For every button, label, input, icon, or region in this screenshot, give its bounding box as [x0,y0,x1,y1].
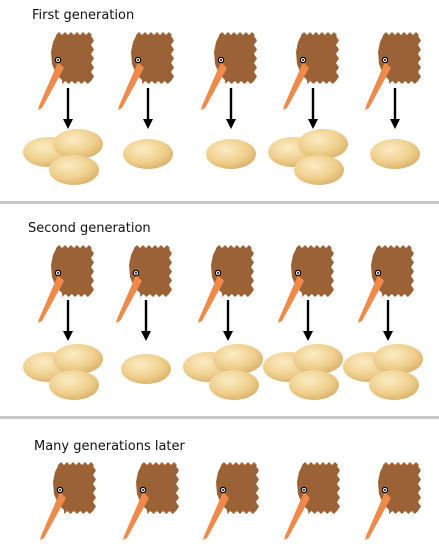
kiwi-beak [283,62,309,110]
egg-clutch [23,129,103,185]
egg [370,139,420,169]
egg [121,354,171,384]
egg-clutch [23,344,103,400]
kiwi-beak [203,492,229,540]
generation-2-title: Second generation [28,221,151,236]
egg [53,129,103,159]
egg [49,155,99,185]
egg [293,344,343,374]
egg [213,344,263,374]
egg [294,155,344,185]
kiwi-beak [116,275,142,323]
generation-1-title: First generation [32,8,135,23]
egg [369,370,419,400]
kiwi-pupil [59,489,61,491]
kiwi-beak [365,492,391,540]
kiwi-bird [358,245,414,323]
kiwi-pupil [303,489,305,491]
egg [373,344,423,374]
kiwi-beak [358,275,384,323]
kiwi-beak [118,62,144,110]
kiwi-pupil [302,59,304,61]
kiwi-bird [40,462,96,540]
egg [209,370,259,400]
kiwi-beak [123,492,149,540]
egg-clutch [343,344,423,400]
kiwi-pupil [377,272,379,274]
kiwi-beak [198,275,224,323]
kiwi-pupil [135,272,137,274]
kiwi-bird [118,32,174,110]
kiwi-beak [40,492,66,540]
kiwi-bird [278,245,334,323]
generation-1 [23,32,421,185]
generation-3 [40,462,421,540]
kiwi-beak [38,275,64,323]
kiwi-pupil [217,272,219,274]
kiwi-pupil [297,272,299,274]
kiwi-pupil [220,59,222,61]
kiwi-bird [365,462,421,540]
egg-clutch [268,129,348,185]
kiwi-bird [365,32,421,110]
kiwi-pupil [142,489,144,491]
kiwi-bird [198,245,254,323]
kiwi-bird [38,32,94,110]
generation-divider [0,416,439,419]
egg-clutch [263,344,343,400]
egg [53,344,103,374]
kiwi-bird [123,462,179,540]
egg [123,139,173,169]
egg-clutch [370,139,420,169]
generation-2 [23,245,423,400]
egg-clutch [121,354,171,384]
kiwi-bird [284,462,340,540]
egg [206,139,256,169]
egg [49,370,99,400]
kiwi-pupil [384,59,386,61]
egg [298,129,348,159]
kiwi-beak [278,275,304,323]
egg-clutch [206,139,256,169]
kiwi-pupil [222,489,224,491]
generation-3-title: Many generations later [34,439,185,454]
kiwi-beak [365,62,391,110]
kiwi-beak [284,492,310,540]
kiwi-bird [203,462,259,540]
egg-clutch [123,139,173,169]
kiwi-pupil [57,272,59,274]
egg [289,370,339,400]
kiwi-beak [201,62,227,110]
kiwi-bird [201,32,257,110]
kiwi-bird [38,245,94,323]
generation-divider [0,201,439,204]
kiwi-pupil [384,489,386,491]
kiwi-bird [283,32,339,110]
kiwi-pupil [137,59,139,61]
kiwi-bird [116,245,172,323]
kiwi-pupil [57,59,59,61]
kiwi-beak [38,62,64,110]
egg-clutch [183,344,263,400]
